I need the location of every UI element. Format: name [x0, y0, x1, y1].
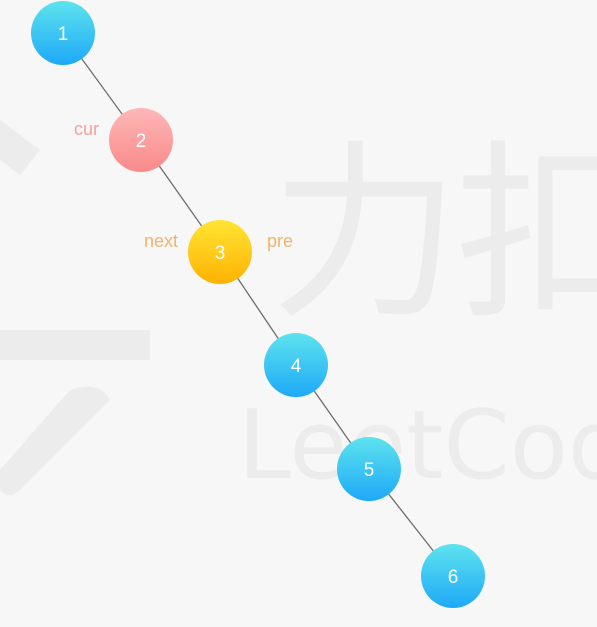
node-circle-6	[421, 544, 485, 608]
node-label-6: 6	[448, 567, 459, 588]
node-1: 1	[31, 1, 95, 65]
node-circle-2	[109, 108, 173, 172]
node-2: 2	[109, 108, 173, 172]
watermark-char-li: 力	[270, 124, 460, 345]
node-circle-5	[337, 437, 401, 501]
pointer-label-cur: cur	[74, 119, 99, 139]
node-label-3: 3	[215, 243, 226, 264]
watermark-logo: 力 扣 LeetCode	[0, 120, 597, 501]
node-label-2: 2	[136, 131, 147, 152]
node-label-1: 1	[58, 24, 69, 45]
node-6: 6	[421, 544, 485, 608]
node-circle-3	[188, 220, 252, 284]
node-5: 5	[337, 437, 401, 501]
pointer-label-pre: pre	[267, 231, 293, 251]
annotations-layer: cur next pre	[74, 119, 293, 251]
node-3: 3	[188, 220, 252, 284]
node-4: 4	[264, 333, 328, 397]
watermark-brand-text: LeetCode	[238, 391, 597, 501]
nodes-layer: 1 2 3 4 5 6	[31, 1, 485, 608]
node-label-4: 4	[291, 356, 302, 377]
node-circle-4	[264, 333, 328, 397]
pointer-label-next: next	[144, 231, 178, 251]
watermark-char-kou: 扣	[455, 124, 597, 345]
node-circle-1	[31, 1, 95, 65]
node-label-5: 5	[364, 460, 375, 481]
